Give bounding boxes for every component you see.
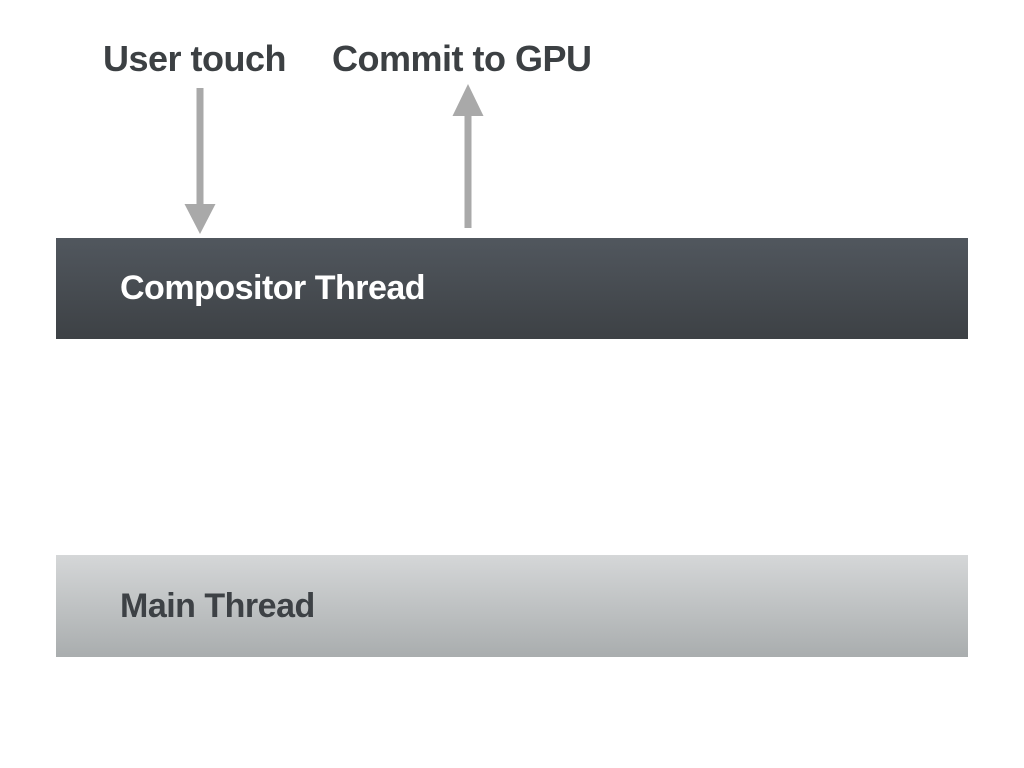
main-thread-bar: Main Thread [56, 555, 968, 657]
compositor-thread-bar: Compositor Thread [56, 238, 968, 339]
arrow-up-icon [452, 84, 484, 228]
main-thread-label: Main Thread [120, 586, 315, 625]
user-touch-label: User touch [103, 38, 287, 79]
commit-to-gpu-label: Commit to GPU [332, 38, 592, 79]
compositor-thread-label: Compositor Thread [120, 269, 426, 307]
arrow-down-icon [184, 88, 216, 234]
